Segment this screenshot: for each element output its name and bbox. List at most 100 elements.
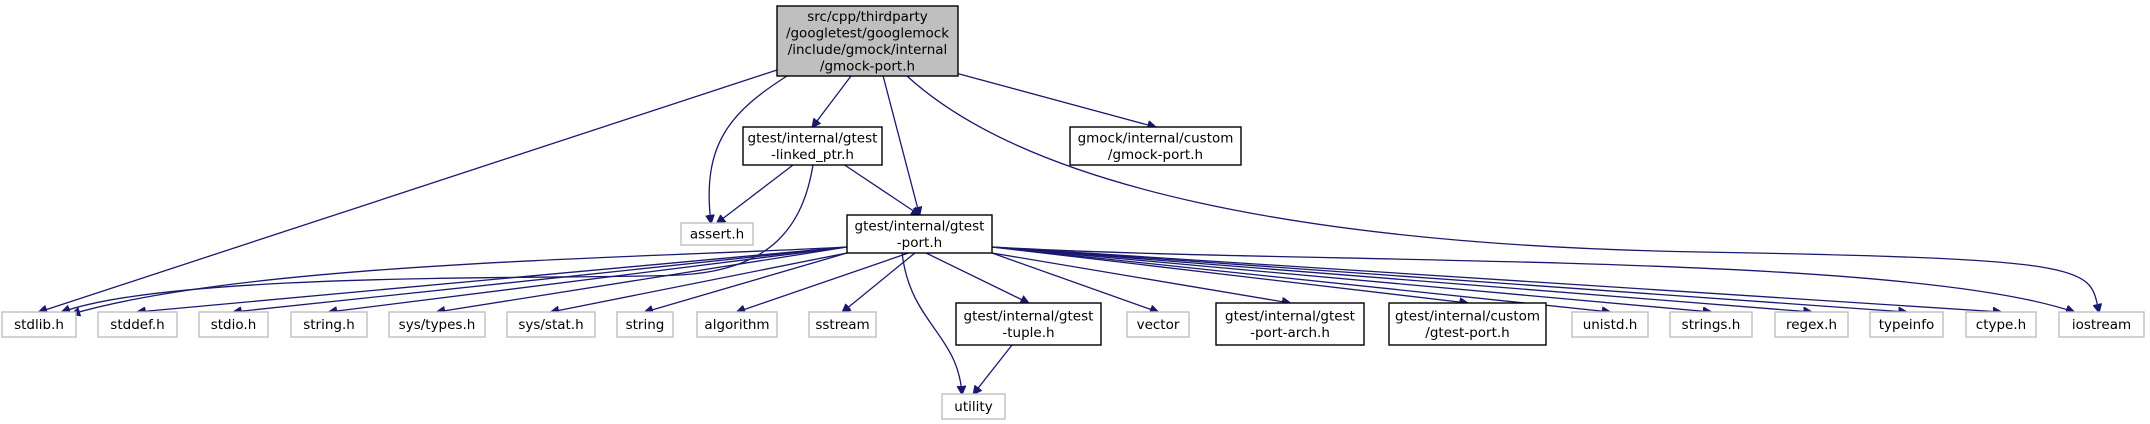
node-sys-types-h: sys/types.h [388,311,486,338]
node-ctype-h: ctype.h [1965,311,2037,338]
node-gtest-port[interactable]: gtest/internal/gtest-port.h [846,214,993,254]
node-box [1669,311,1753,338]
edge-gtest-port-to-stdlib-h [72,246,848,314]
node-label: gtest/internal/gtest [855,218,985,234]
node-label: stdio.h [211,317,257,333]
node-label: -port-arch.h [1250,325,1330,341]
node-unistd-h: unistd.h [1571,311,1649,338]
node-strings-h: strings.h [1669,311,1753,338]
node-box [742,126,883,166]
node-box [290,311,368,338]
node-label: gtest/internal/gtest [1225,308,1355,324]
edge-gtest-port-to-gtest-custom-port [991,246,1468,303]
node-box [1869,311,1944,338]
node-label: gtest/internal/custom [1395,308,1540,324]
edge-root-to-gtest-port [882,75,919,215]
node-stdlib-h: stdlib.h [1,311,77,338]
node-box [1388,302,1547,346]
node-stddef-h: stddef.h [97,311,178,338]
node-label: sys/types.h [399,317,476,333]
node-box [955,302,1102,346]
node-label: vector [1137,317,1180,333]
node-iostream: iostream [2058,311,2145,338]
node-label: iostream [2072,317,2131,333]
node-box [506,311,596,338]
node-root[interactable]: src/cpp/thirdparty/googletest/googlemock… [776,5,959,77]
node-box [808,311,877,338]
edge-linked-ptr-to-assert-h [717,164,794,223]
node-box [941,393,1006,420]
node-label: -port.h [897,235,942,251]
edge-gtest-port-to-sstream [843,252,916,312]
node-sstream: sstream [808,311,877,338]
node-typeinfo: typeinfo [1869,311,1944,338]
node-gmock-custom[interactable]: gmock/internal/custom/gmock-port.h [1069,126,1242,166]
node-box [1965,311,2037,338]
node-box [776,5,959,77]
edge-root-to-assert-h [709,75,788,223]
node-box [696,311,778,338]
node-label: stddef.h [110,317,164,333]
node-gtest-port-arch[interactable]: gtest/internal/gtest-port-arch.h [1215,302,1365,346]
node-linked-ptr[interactable]: gtest/internal/gtest-linked_ptr.h [742,126,883,166]
node-label: /gmock-port.h [820,58,915,74]
node-box [198,311,269,338]
edge-gtest-port-to-unistd-h [991,246,1610,312]
edge-root-to-iostream [906,75,2099,312]
node-label: /googletest/googlemock [786,25,949,41]
node-box [1069,126,1242,166]
edge-root-to-stdlib-h [39,67,784,312]
edge-gtest-port-to-vector [991,252,1158,312]
node-gtest-custom-port[interactable]: gtest/internal/custom/gtest-port.h [1388,302,1547,346]
node-utility: utility [941,393,1006,420]
node-label: sstream [815,317,869,333]
node-label: sys/stat.h [518,317,583,333]
edge-gtest-port-to-sys-stat-h [551,252,848,312]
edge-gtest-port-to-stdio-h [234,246,848,312]
edge-gtest-port-to-regex-h [991,246,1812,312]
node-label: gmock/internal/custom [1078,130,1234,146]
node-string-h: string.h [290,311,368,338]
edge-gtest-port-to-typeinfo [991,246,1907,312]
node-box [846,214,993,254]
node-label: unistd.h [1583,317,1638,333]
edge-gtest-port-to-stddef-h [138,246,848,312]
node-label: regex.h [1786,317,1837,333]
node-box [388,311,486,338]
edge-linked-ptr-to-gtest-port [844,164,920,215]
node-label: /gtest-port.h [1425,325,1509,341]
node-label: typeinfo [1879,317,1934,333]
node-label: string.h [303,317,355,333]
nodes: src/cpp/thirdparty/googletest/googlemock… [1,5,2145,420]
node-label: string [626,317,665,333]
node-box [97,311,178,338]
node-label: ctype.h [1976,317,2026,333]
node-box [616,311,674,338]
node-box [1774,311,1849,338]
node-label: gtest/internal/gtest [748,130,878,146]
node-box [680,222,754,246]
node-vector: vector [1126,311,1190,338]
node-label: -linked_ptr.h [771,147,854,163]
node-label: /include/gmock/internal [788,42,948,58]
edge-gtest-port-to-string-h [329,246,848,312]
node-label: gtest/internal/gtest [964,308,1094,324]
node-label: /gmock-port.h [1108,147,1203,163]
edge-gtest-port-to-algorithm [737,252,909,312]
edge-gtest-port-to-sys-types-h [437,246,848,312]
edge-gtest-port-to-ctype-h [991,246,2001,312]
node-assert-h: assert.h [680,222,754,246]
node-label: strings.h [1682,317,1741,333]
node-box [1,311,77,338]
edge-root-to-linked-ptr [813,75,852,127]
node-box [2058,311,2145,338]
edge-root-to-gmock-custom [936,67,1156,127]
node-label: utility [954,399,992,415]
node-box [1571,311,1649,338]
node-box [1215,302,1365,346]
node-regex-h: regex.h [1774,311,1849,338]
node-gtest-tuple[interactable]: gtest/internal/gtest-tuple.h [955,302,1102,346]
node-sys-stat-h: sys/stat.h [506,311,596,338]
edge-gtest-port-to-gtest-port-arch [991,252,1290,303]
